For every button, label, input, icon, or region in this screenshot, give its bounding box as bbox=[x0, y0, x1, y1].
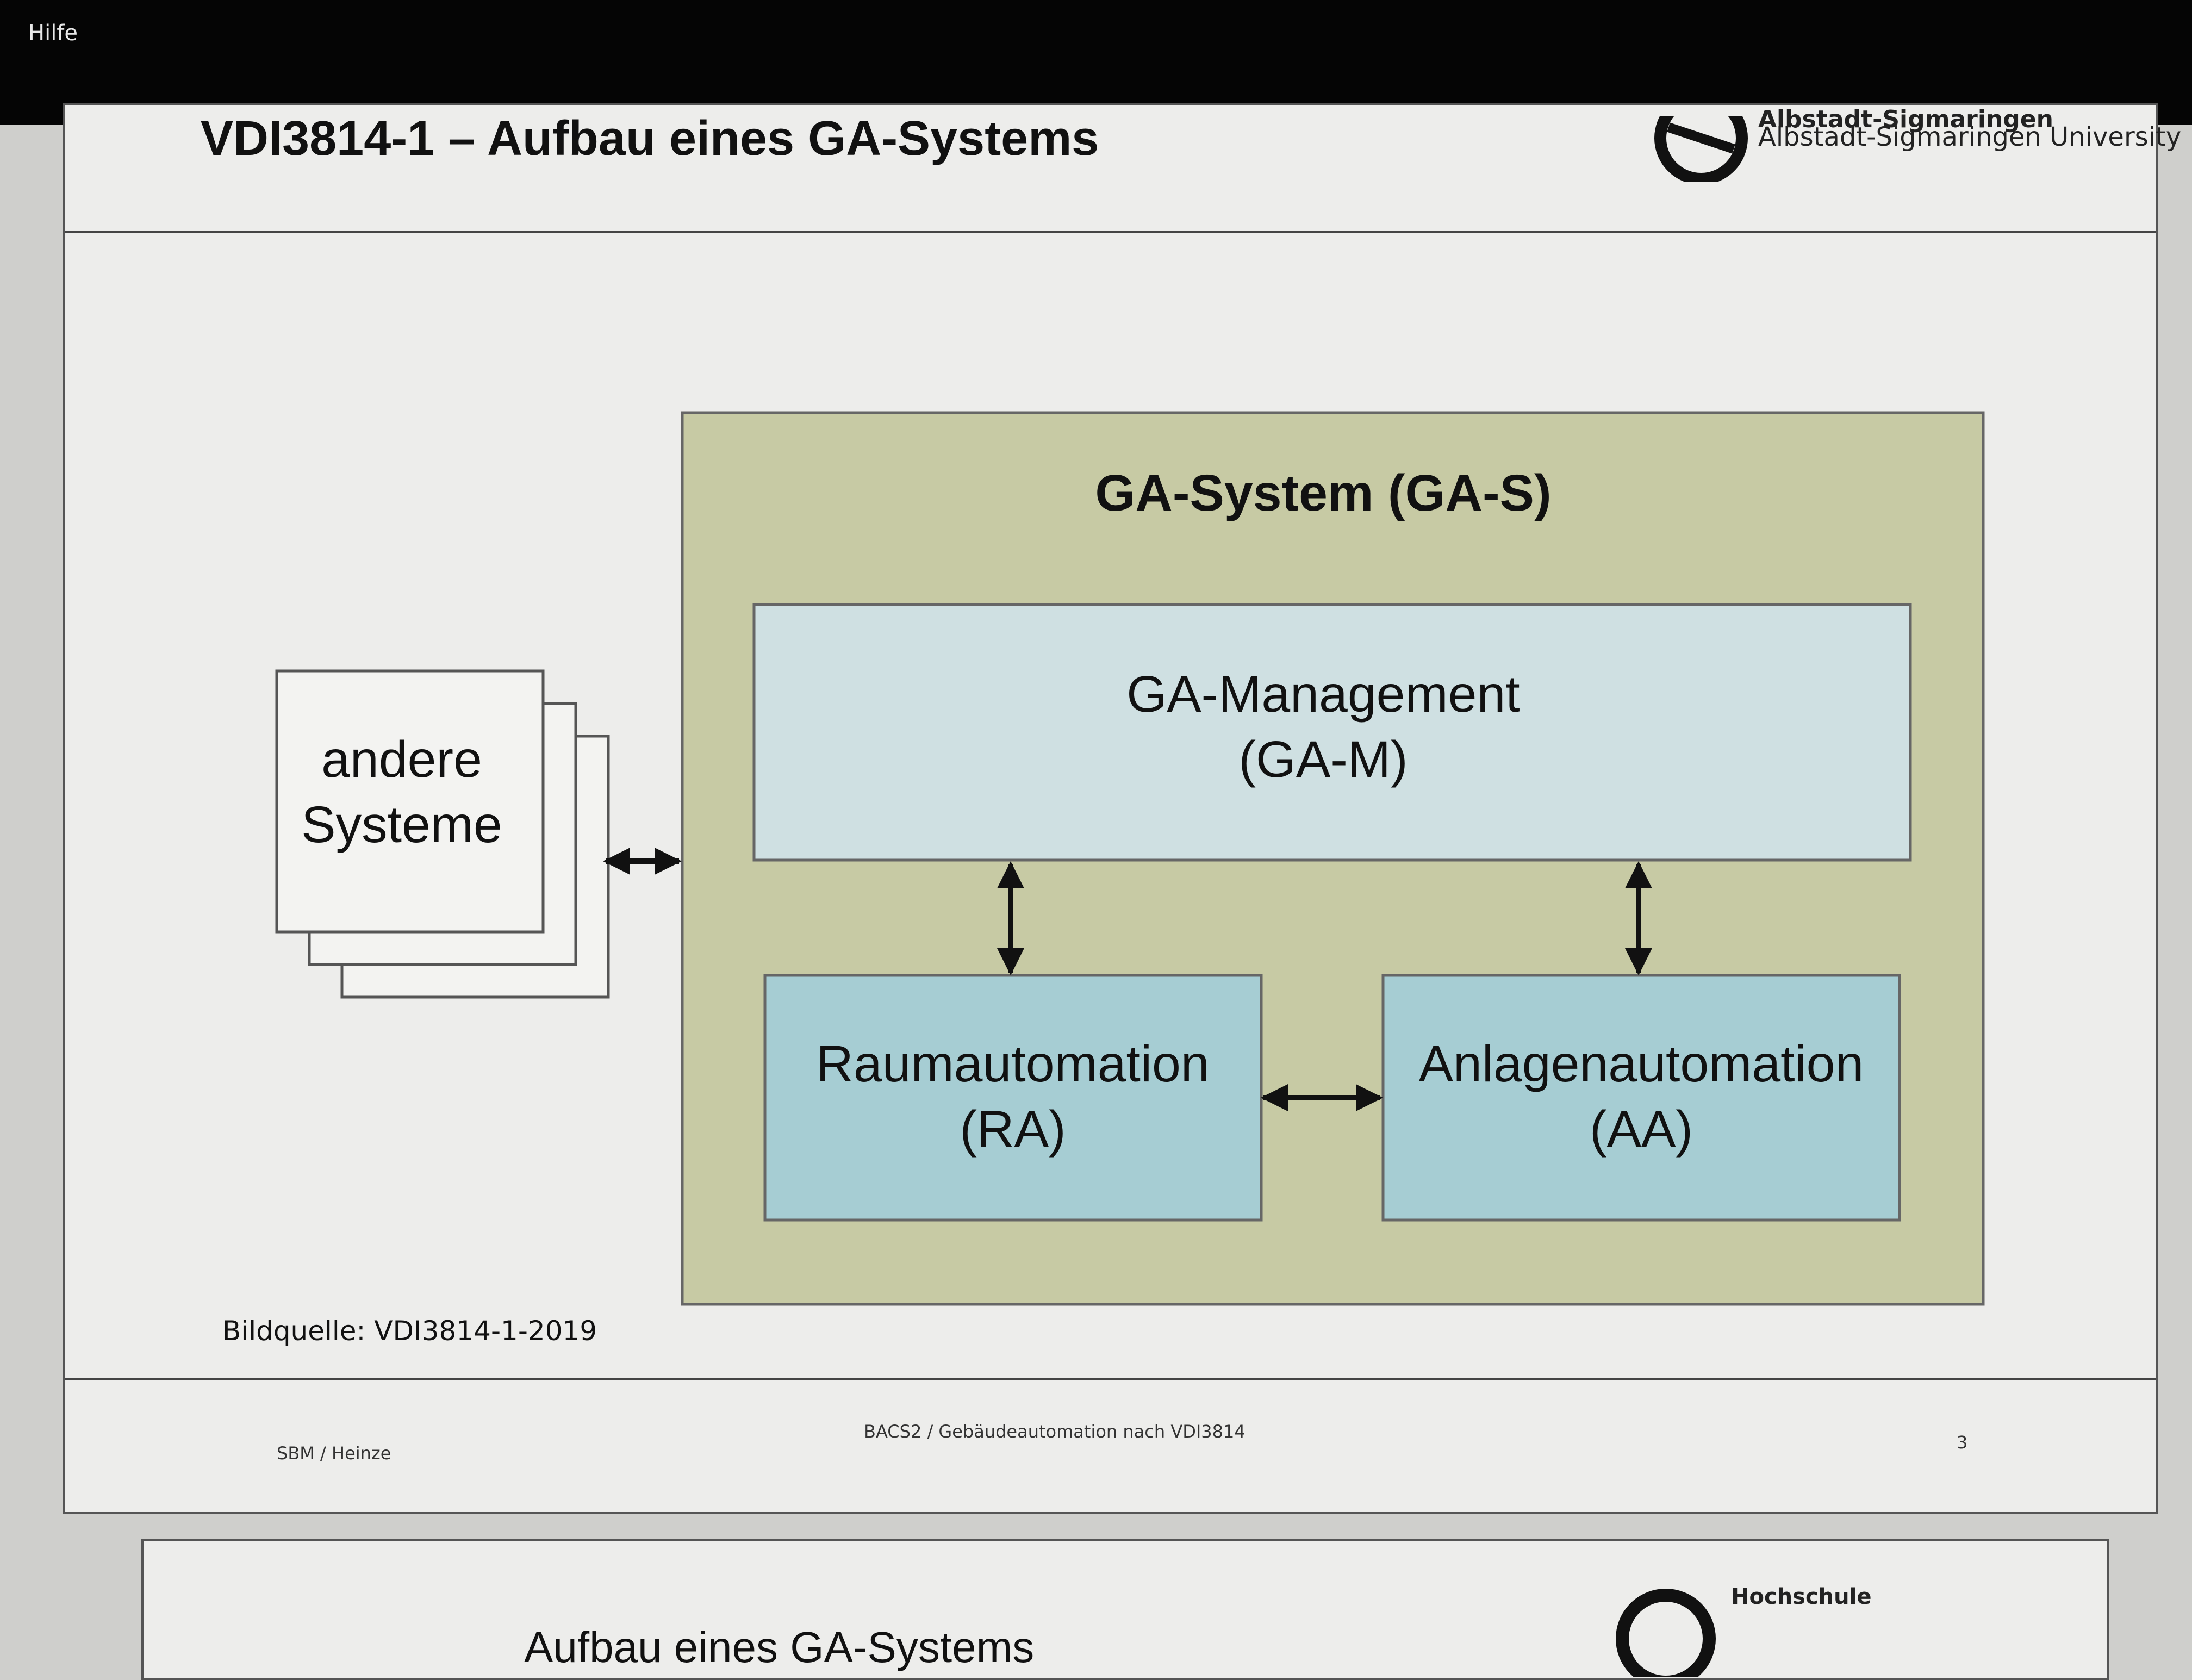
slide-next: Aufbau eines GA-Systems Hochschule bbox=[141, 1539, 2109, 1680]
footer-divider bbox=[65, 1378, 2156, 1380]
raumautomation-box[interactable] bbox=[763, 974, 1263, 1222]
university-name: Albstadt-Sigmaringen University bbox=[1758, 122, 2182, 152]
next-slide-title: Aufbau eines GA-Systems bbox=[524, 1623, 1035, 1671]
other-systems-label-line2: Systeme bbox=[301, 796, 502, 854]
anlagenautomation-box[interactable] bbox=[1381, 974, 1901, 1222]
header-divider bbox=[65, 231, 2156, 233]
ga-system-diagram: GA-System (GA-S) GA-Management (GA-M) Ra… bbox=[275, 411, 1985, 1306]
university-logo-icon bbox=[1654, 116, 1748, 182]
footer-course: BACS2 / Gebäudeautomation nach VDI3814 bbox=[864, 1421, 1246, 1442]
other-systems-label-line1: andere bbox=[321, 731, 482, 788]
other-systems-box[interactable] bbox=[275, 669, 545, 934]
image-source-caption: Bildquelle: VDI3814-1-2019 bbox=[222, 1315, 597, 1347]
ga-system-title: GA-System (GA-S) bbox=[1095, 464, 1551, 522]
next-slide-university-name: Hochschule bbox=[1731, 1584, 1872, 1609]
university-logo-icon bbox=[1616, 1589, 1716, 1677]
ga-management-label-line1: GA-Management bbox=[1126, 665, 1520, 723]
slide-main: VDI3814-1 – Aufbau eines GA-Systems Albs… bbox=[63, 103, 2181, 1514]
university-name-top: Albstadt-Sigmaringen bbox=[1758, 105, 2053, 133]
ga-management-label-line2: (GA-M) bbox=[1238, 731, 1408, 788]
anlagenautomation-label-line2: (AA) bbox=[1590, 1100, 1693, 1158]
raumautomation-label-line2: (RA) bbox=[960, 1100, 1066, 1158]
raumautomation-label-line1: Raumautomation bbox=[816, 1035, 1209, 1093]
footer-author: SBM / Heinze bbox=[277, 1443, 391, 1464]
anlagenautomation-label-line1: Anlagenautomation bbox=[1419, 1035, 1864, 1093]
footer-page-number: 3 bbox=[1957, 1432, 1968, 1453]
slide-title: VDI3814-1 – Aufbau eines GA-Systems bbox=[201, 111, 1099, 166]
ga-management-box[interactable] bbox=[752, 603, 1912, 862]
menu-item-help[interactable]: Hilfe bbox=[28, 21, 78, 46]
